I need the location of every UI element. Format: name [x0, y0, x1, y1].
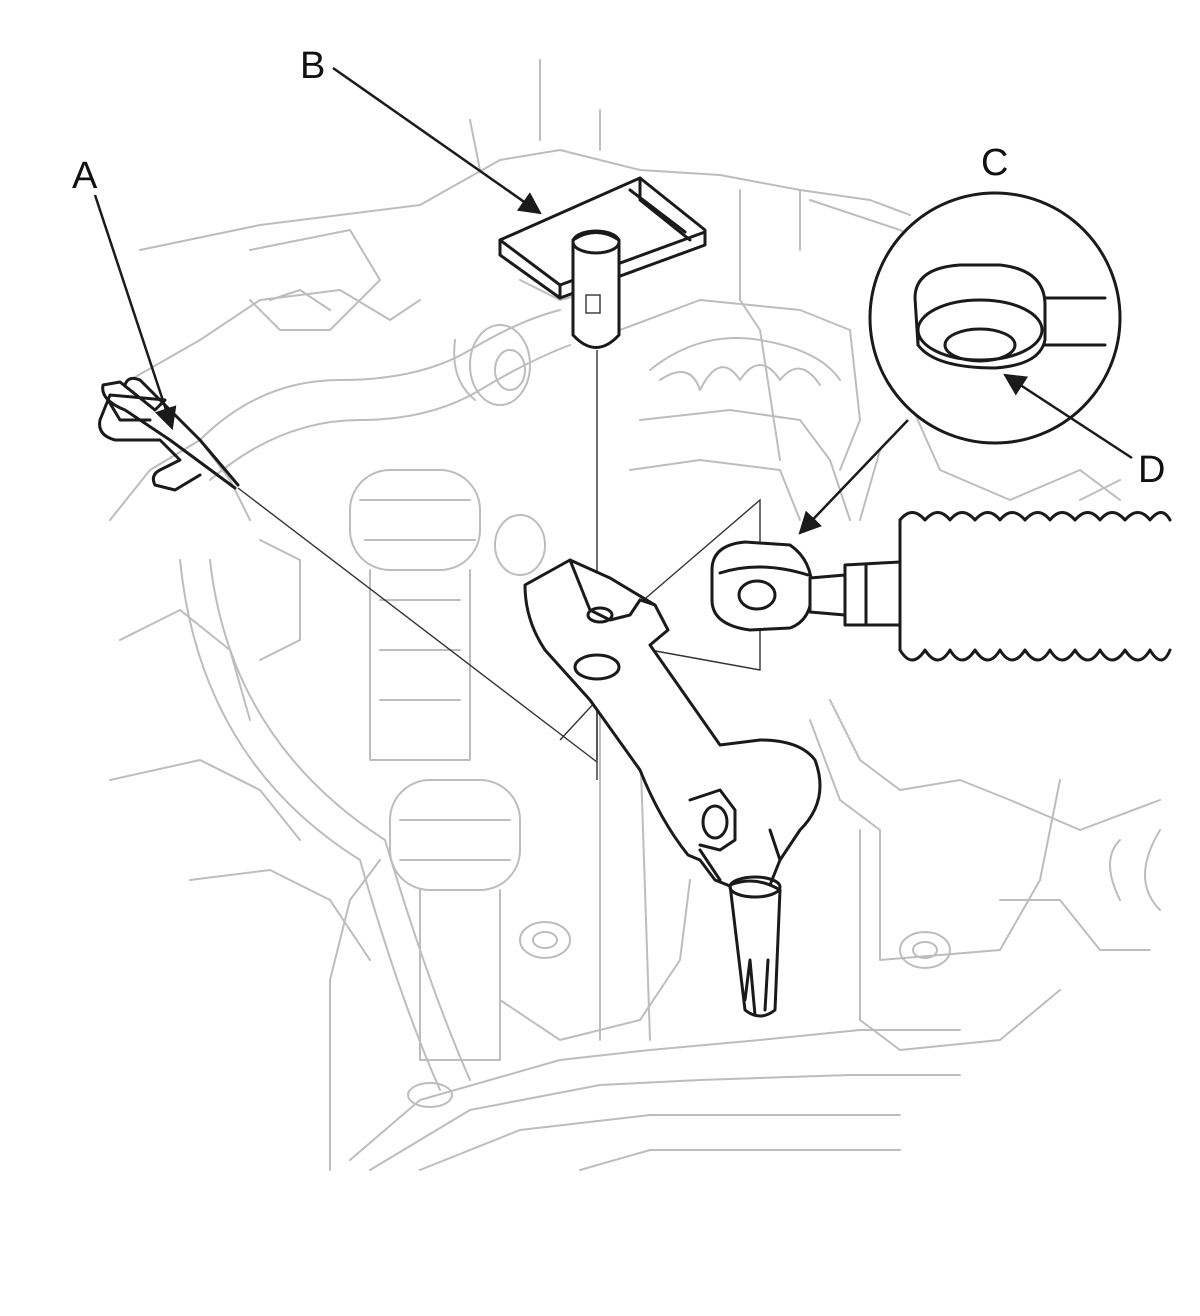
valve-body-components [259, 469, 951, 1108]
control-lever [523, 558, 822, 892]
control-lever-tool [498, 176, 707, 349]
callout-c-label: C [981, 142, 1008, 184]
callout-b-label: B [300, 45, 325, 87]
detail-c-pointer-arrow [798, 419, 909, 535]
snap-pin [98, 376, 240, 492]
shift-cable-end [710, 540, 902, 632]
control-shaft [728, 875, 782, 1018]
callout-a-label: A [72, 155, 98, 197]
shift-cable-housing [199, 309, 571, 481]
transmission-housing-outline [109, 59, 1161, 1171]
detail-c-inset [868, 191, 1122, 445]
callout-d-label: D [1138, 449, 1165, 491]
callout-a-leader [93, 194, 177, 431]
callout-d-leader [1003, 373, 1133, 460]
callout-b-leader [332, 66, 542, 215]
snap-pin-installation-line [237, 487, 598, 763]
cable-boot [898, 511, 1172, 662]
